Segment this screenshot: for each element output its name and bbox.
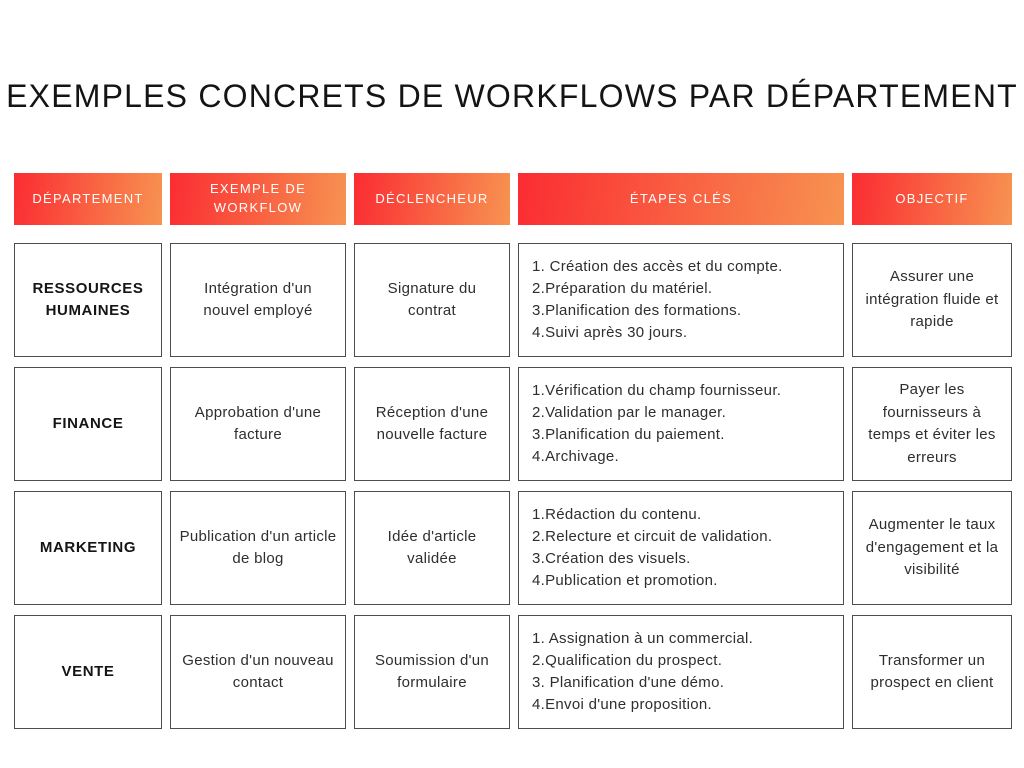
steps-list: 1.Rédaction du contenu. 2.Relecture et c… (532, 504, 772, 592)
cell-steps: 1. Création des accès et du compte. 2.Pr… (518, 243, 844, 357)
step-item: 1. Assignation à un commercial. (532, 630, 754, 647)
cell-objective: Payer les fournisseurs à temps et éviter… (852, 367, 1012, 481)
cell-objective: Assurer une intégration fluide et rapide (852, 243, 1012, 357)
step-item: 3.Création des visuels. (532, 550, 691, 567)
cell-workflow: Gestion d'un nouveau contact (170, 615, 346, 729)
step-item: 3.Planification des formations. (532, 302, 742, 319)
cell-steps: 1. Assignation à un commercial. 2.Qualif… (518, 615, 844, 729)
step-item: 4.Archivage. (532, 448, 619, 465)
cell-trigger: Soumission d'un formulaire (354, 615, 510, 729)
step-item: 2.Préparation du matériel. (532, 280, 713, 297)
step-item: 2.Validation par le manager. (532, 404, 727, 421)
column-header-departement: DÉPARTEMENT (14, 173, 162, 225)
steps-list: 1.Vérification du champ fournisseur. 2.V… (532, 380, 781, 468)
step-item: 3. Planification d'une démo. (532, 674, 725, 691)
cell-department: VENTE (14, 615, 162, 729)
table-body: RESSOURCES HUMAINES Intégration d'un nou… (14, 243, 1012, 729)
column-header-objectif: OBJECTIF (852, 173, 1012, 225)
cell-objective: Augmenter le taux d'engagement et la vis… (852, 491, 1012, 605)
step-item: 4.Suivi après 30 jours. (532, 324, 688, 341)
column-header-etapes-cles: ÉTAPES CLÉS (518, 173, 844, 225)
step-item: 2.Relecture et circuit de validation. (532, 528, 773, 545)
cell-trigger: Signature du contrat (354, 243, 510, 357)
step-item: 3.Planification du paiement. (532, 426, 725, 443)
column-header-exemple-de-workflow: EXEMPLE DE WORKFLOW (170, 173, 346, 225)
step-item: 1.Vérification du champ fournisseur. (532, 382, 782, 399)
cell-steps: 1.Vérification du champ fournisseur. 2.V… (518, 367, 844, 481)
steps-list: 1. Assignation à un commercial. 2.Qualif… (532, 628, 753, 716)
cell-workflow: Publication d'un article de blog (170, 491, 346, 605)
cell-department: MARKETING (14, 491, 162, 605)
step-item: 1. Création des accès et du compte. (532, 258, 783, 275)
cell-objective: Transformer un prospect en client (852, 615, 1012, 729)
step-item: 4.Publication et promotion. (532, 572, 718, 589)
cell-department: RESSOURCES HUMAINES (14, 243, 162, 357)
steps-list: 1. Création des accès et du compte. 2.Pr… (532, 256, 783, 344)
step-item: 4.Envoi d'une proposition. (532, 696, 712, 713)
cell-steps: 1.Rédaction du contenu. 2.Relecture et c… (518, 491, 844, 605)
step-item: 2.Qualification du prospect. (532, 652, 723, 669)
cell-workflow: Approbation d'une facture (170, 367, 346, 481)
table-header-row: DÉPARTEMENT EXEMPLE DE WORKFLOW DÉCLENCH… (14, 173, 1012, 225)
cell-department: FINANCE (14, 367, 162, 481)
cell-trigger: Réception d'une nouvelle facture (354, 367, 510, 481)
cell-trigger: Idée d'article validée (354, 491, 510, 605)
step-item: 1.Rédaction du contenu. (532, 506, 702, 523)
page-title: EXEMPLES CONCRETS DE WORKFLOWS PAR DÉPAR… (6, 78, 1018, 114)
column-header-declencheur: DÉCLENCHEUR (354, 173, 510, 225)
cell-workflow: Intégration d'un nouvel employé (170, 243, 346, 357)
